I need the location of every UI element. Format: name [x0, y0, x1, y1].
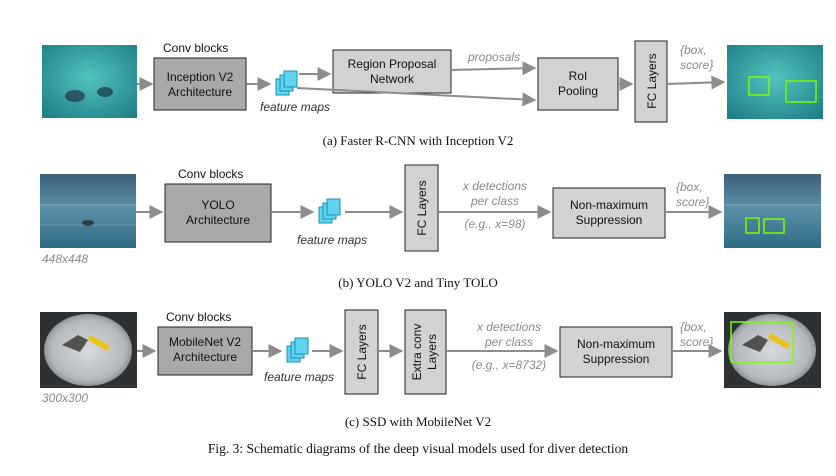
caption-a: (a) Faster R-CNN with Inception V2 — [323, 133, 514, 148]
rpn-line1: Region Proposal — [348, 57, 437, 71]
backbone-line2-c: Architecture — [173, 350, 237, 364]
nms-line2-b: Suppression — [576, 213, 643, 227]
fc-label-a: FC Layers — [645, 53, 659, 108]
backbone-box-a — [153, 57, 247, 111]
panel-a: Conv blocks Inception V2 Architecture fe… — [42, 40, 823, 148]
output-line1-a: {box, — [680, 43, 707, 57]
feature-maps-icon-c — [286, 337, 309, 363]
backbone-line2-b: Architecture — [186, 213, 250, 227]
extra-conv-line2: Layers — [425, 334, 439, 370]
rpn-line2: Network — [370, 72, 415, 86]
conv-blocks-label-a: Conv blocks — [163, 41, 228, 55]
extra-conv-line1: Extra conv — [410, 324, 424, 381]
fc-label-b: FC Layers — [415, 180, 429, 235]
detections-line2-b: per class — [470, 194, 519, 208]
panel-c: 300x300 Conv blocks MobileNet V2 Archite… — [40, 309, 821, 429]
nms-line1-b: Non-maximum — [570, 198, 648, 212]
proposals-label: proposals — [467, 50, 520, 64]
detections-line3-c: (e.g., x=8732) — [472, 358, 546, 372]
backbone-line1-a: Inception V2 — [167, 70, 234, 84]
arrow-a5 — [450, 61, 537, 76]
input-size-c: 300x300 — [42, 391, 88, 405]
detections-line1-c: x detections — [476, 320, 541, 334]
panel-b: 448x448 Conv blocks YOLO Architecture fe… — [40, 164, 821, 290]
output-line2-c: score} — [680, 335, 713, 349]
backbone-box-b — [164, 183, 272, 243]
arrow-a7 — [666, 75, 726, 90]
backbone-line1-b: YOLO — [201, 198, 234, 212]
fc-label-c: FC Layers — [355, 324, 369, 379]
caption-c: (c) SSD with MobileNet V2 — [345, 414, 491, 429]
feature-maps-label-b: feature maps — [297, 233, 367, 247]
nms-line2-c: Suppression — [583, 352, 650, 366]
backbone-line2-a: Architecture — [168, 85, 232, 99]
fc-box-c — [344, 309, 379, 395]
nms-line1-c: Non-maximum — [577, 337, 655, 351]
feature-maps-icon-b — [318, 198, 341, 224]
output-image-a — [727, 45, 823, 119]
output-line1-b: {box, — [676, 180, 703, 194]
output-line2-b: score} — [676, 195, 709, 209]
fc-box-a — [634, 40, 668, 123]
detections-line2-c: per class — [484, 335, 533, 349]
backbone-line1-c: MobileNet V2 — [169, 335, 241, 349]
extra-conv-box — [404, 309, 447, 395]
roi-line1: RoI — [569, 69, 588, 83]
input-image-b — [40, 174, 136, 248]
input-image-a — [42, 45, 137, 118]
input-image-c — [40, 312, 137, 388]
output-image-b — [724, 174, 821, 248]
nms-box-c — [559, 326, 673, 378]
output-line1-c: {box, — [680, 320, 707, 334]
feature-maps-label-a: feature maps — [260, 100, 330, 114]
backbone-box-c — [157, 326, 253, 376]
detections-line1-b: x detections — [462, 179, 527, 193]
detections-line3-b: (e.g., x=98) — [464, 217, 525, 231]
roi-line2: Pooling — [558, 84, 598, 98]
feature-maps-icon-a — [275, 70, 298, 96]
input-size-b: 448x448 — [42, 252, 88, 266]
conv-blocks-label-c: Conv blocks — [166, 310, 231, 324]
fc-box-b — [404, 164, 439, 252]
output-line2-a: score} — [680, 58, 713, 72]
caption-b: (b) YOLO V2 and Tiny TOLO — [338, 275, 498, 290]
arrow-a4 — [296, 87, 537, 107]
figure-caption: Fig. 3: Schematic diagrams of the deep v… — [208, 441, 629, 456]
output-image-c — [724, 312, 821, 388]
conv-blocks-label-b: Conv blocks — [178, 167, 243, 181]
feature-maps-label-c: feature maps — [264, 370, 334, 384]
